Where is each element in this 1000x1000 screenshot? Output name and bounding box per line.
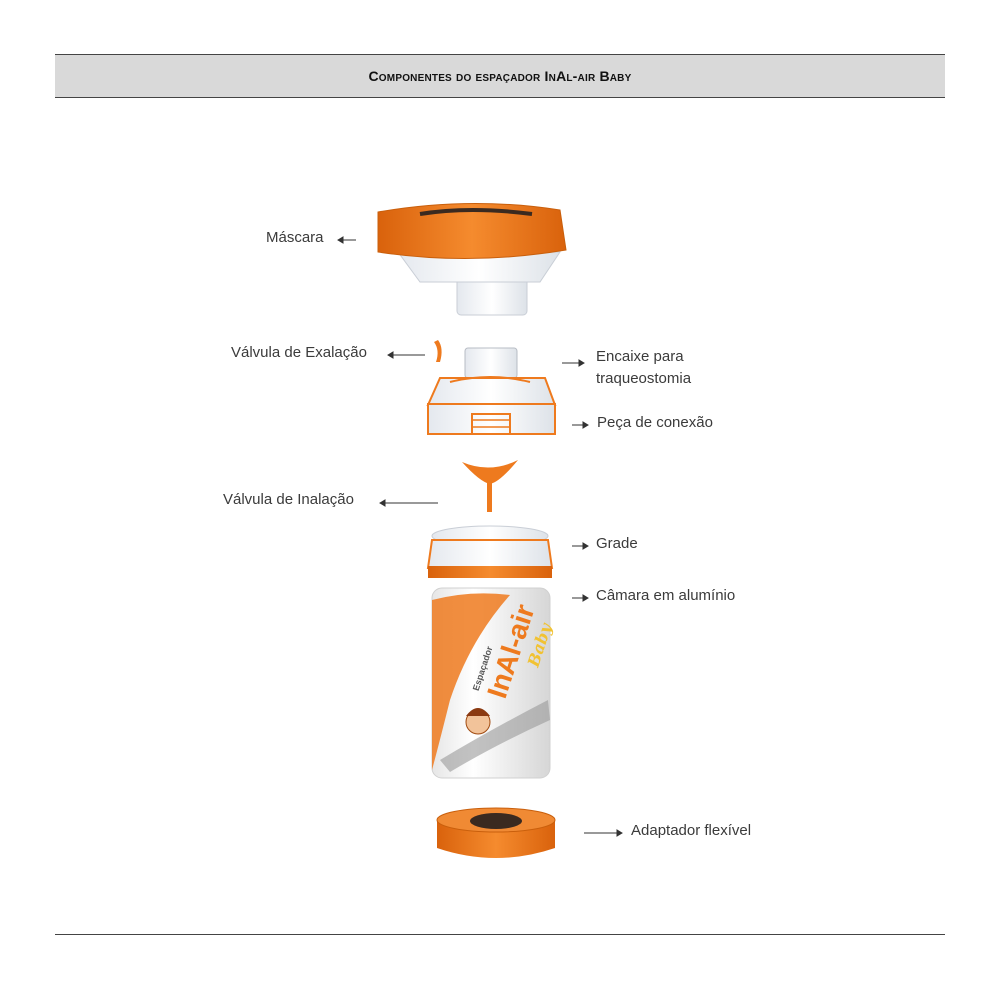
- label-adaptador-flexivel: Adaptador flexível: [631, 822, 752, 839]
- label-valvula-inalacao: Válvula de Inalação: [223, 491, 354, 508]
- label-camara-aluminio: Câmara em alumínio: [596, 587, 736, 604]
- label-peca-conexao: Peça de conexão: [597, 414, 713, 431]
- connection-part: [426, 347, 557, 435]
- grid-part: [426, 525, 554, 578]
- leader-arrows: [337, 236, 623, 837]
- exhalation-valve-part: [434, 340, 442, 362]
- label-encaixe-line2: traqueostomia: [596, 370, 692, 387]
- inhalation-valve-part: [462, 460, 518, 512]
- label-mascara: Máscara: [266, 229, 324, 246]
- label-valvula-exalacao: Válvula de Exalação: [231, 344, 367, 361]
- mask-part: [377, 203, 567, 316]
- label-grade: Grade: [596, 535, 638, 552]
- label-encaixe-traqueostomia: Encaixe para traqueostomia: [596, 346, 691, 390]
- flexible-adapter-part: [436, 807, 556, 858]
- title-bar: Componentes do espaçador InAl-air Baby: [55, 54, 945, 98]
- bottom-rule: [55, 934, 945, 935]
- label-encaixe-line1: Encaixe para: [596, 348, 684, 365]
- page-title: Componentes do espaçador InAl-air Baby: [368, 68, 632, 84]
- aluminum-chamber-part: InAl-air Espaçador Baby: [431, 587, 556, 779]
